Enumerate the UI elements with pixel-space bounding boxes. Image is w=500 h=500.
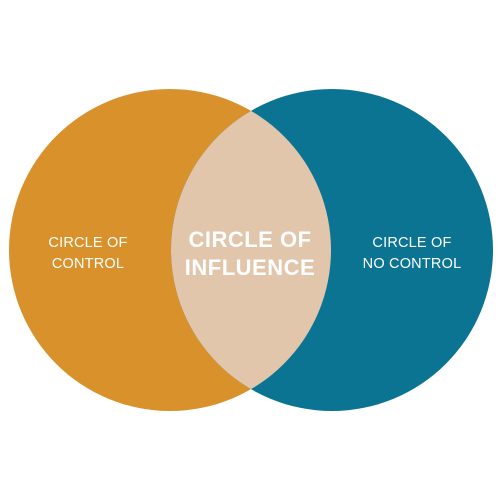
right-label-line-2: NO CONTROL [363, 256, 462, 272]
circle-of-influence-overlap [171, 89, 331, 411]
center-label-line-2: INFLUENCE [185, 255, 315, 280]
left-label-line-1: CIRCLE OF [48, 235, 127, 251]
center-label-line-1: CIRCLE OF [188, 227, 311, 252]
left-label-line-2: CONTROL [52, 256, 124, 272]
right-label-line-1: CIRCLE OF [372, 235, 451, 251]
